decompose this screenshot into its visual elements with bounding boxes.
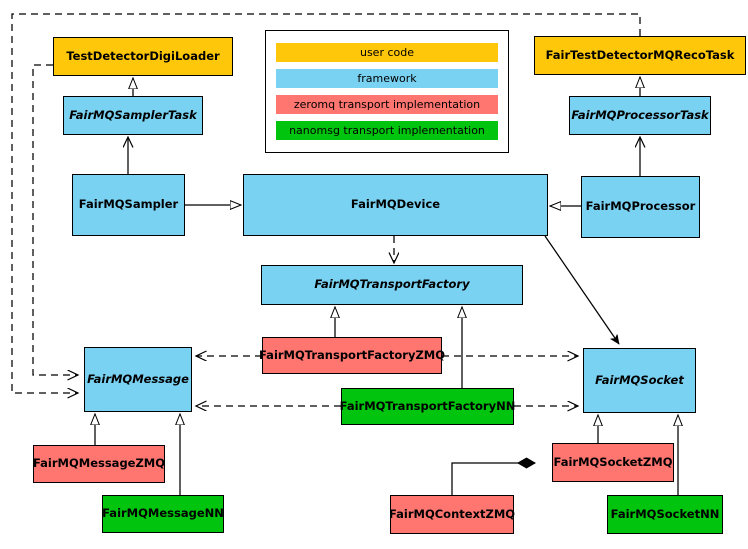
class-node-fairtestdetectormqrecotask[interactable]: FairTestDetectorMQRecoTask xyxy=(534,36,746,75)
legend-label-zeromq: zeromq transport implementation xyxy=(293,98,481,112)
class-node-testdetectordigiloader[interactable]: TestDetectorDigiLoader xyxy=(53,37,233,76)
legend-item-framework: framework xyxy=(276,68,498,88)
class-node-fairmqsampler[interactable]: FairMQSampler xyxy=(72,174,185,236)
legend-label-nanomsg: nanomsg transport implementation xyxy=(289,124,485,138)
class-node-label: FairTestDetectorMQRecoTask xyxy=(545,47,735,62)
class-node-label: FairMQSampler xyxy=(78,197,179,212)
class-node-label: TestDetectorDigiLoader xyxy=(66,48,220,63)
legend-label-user-code: user code xyxy=(359,45,415,59)
class-node-fairmqsocket[interactable]: FairMQSocket xyxy=(583,348,696,413)
edge-contextzmq-to-socketzmq xyxy=(451,463,535,495)
class-node-label: FairMQSocketNN xyxy=(610,506,720,521)
class-node-label: FairMQTransportFactoryNN xyxy=(339,398,516,413)
legend-item-user-code: user code xyxy=(276,42,498,62)
edge-device-to-socket xyxy=(544,235,620,344)
class-node-fairmqtransportfactorynn[interactable]: FairMQTransportFactoryNN xyxy=(339,388,516,425)
class-node-label: FairMQMessageZMQ xyxy=(32,456,166,471)
class-node-fairmqsocketzmq[interactable]: FairMQSocketZMQ xyxy=(552,443,674,482)
legend-item-zeromq: zeromq transport implementation xyxy=(276,95,498,115)
class-node-fairmqtransportfactory[interactable]: FairMQTransportFactory xyxy=(261,265,523,305)
class-node-label: FairMQProcessor xyxy=(585,199,696,214)
class-node-label: FairMQSocket xyxy=(595,372,684,387)
class-node-fairmqsocketnn[interactable]: FairMQSocketNN xyxy=(607,495,723,534)
legend-item-nanomsg: nanomsg transport implementation xyxy=(276,121,498,141)
class-node-fairmqmessagenn[interactable]: FairMQMessageNN xyxy=(102,495,224,533)
class-node-label: FairMQContextZMQ xyxy=(388,506,516,521)
class-node-label: FairMQSocketZMQ xyxy=(553,454,673,469)
class-node-fairmqdevice[interactable]: FairMQDevice xyxy=(243,174,548,236)
legend-label-framework: framework xyxy=(357,71,417,85)
class-node-fairmqsamplertask[interactable]: FairMQSamplerTask xyxy=(63,96,203,135)
class-node-label: FairMQDevice xyxy=(350,197,441,212)
class-node-fairmqprocessortask[interactable]: FairMQProcessorTask xyxy=(569,96,711,135)
color-legend: user code framework zeromq transport imp… xyxy=(265,30,509,153)
class-node-fairmqprocessor[interactable]: FairMQProcessor xyxy=(581,176,700,238)
class-node-label: FairMQTransportFactoryZMQ xyxy=(259,347,446,362)
class-node-fairmqmessagezmq[interactable]: FairMQMessageZMQ xyxy=(33,445,165,483)
class-node-fairmqmessage[interactable]: FairMQMessage xyxy=(84,347,192,412)
class-node-label: FairMQMessage xyxy=(87,371,189,386)
class-node-label: FairMQSamplerTask xyxy=(69,107,197,122)
class-node-label: FairMQProcessorTask xyxy=(571,107,709,122)
class-node-fairmqtransportfactoryzmq[interactable]: FairMQTransportFactoryZMQ xyxy=(259,337,446,374)
class-node-fairmqcontextzmq[interactable]: FairMQContextZMQ xyxy=(388,495,516,534)
class-node-label: FairMQTransportFactory xyxy=(314,277,470,292)
class-node-label: FairMQMessageNN xyxy=(102,506,224,521)
